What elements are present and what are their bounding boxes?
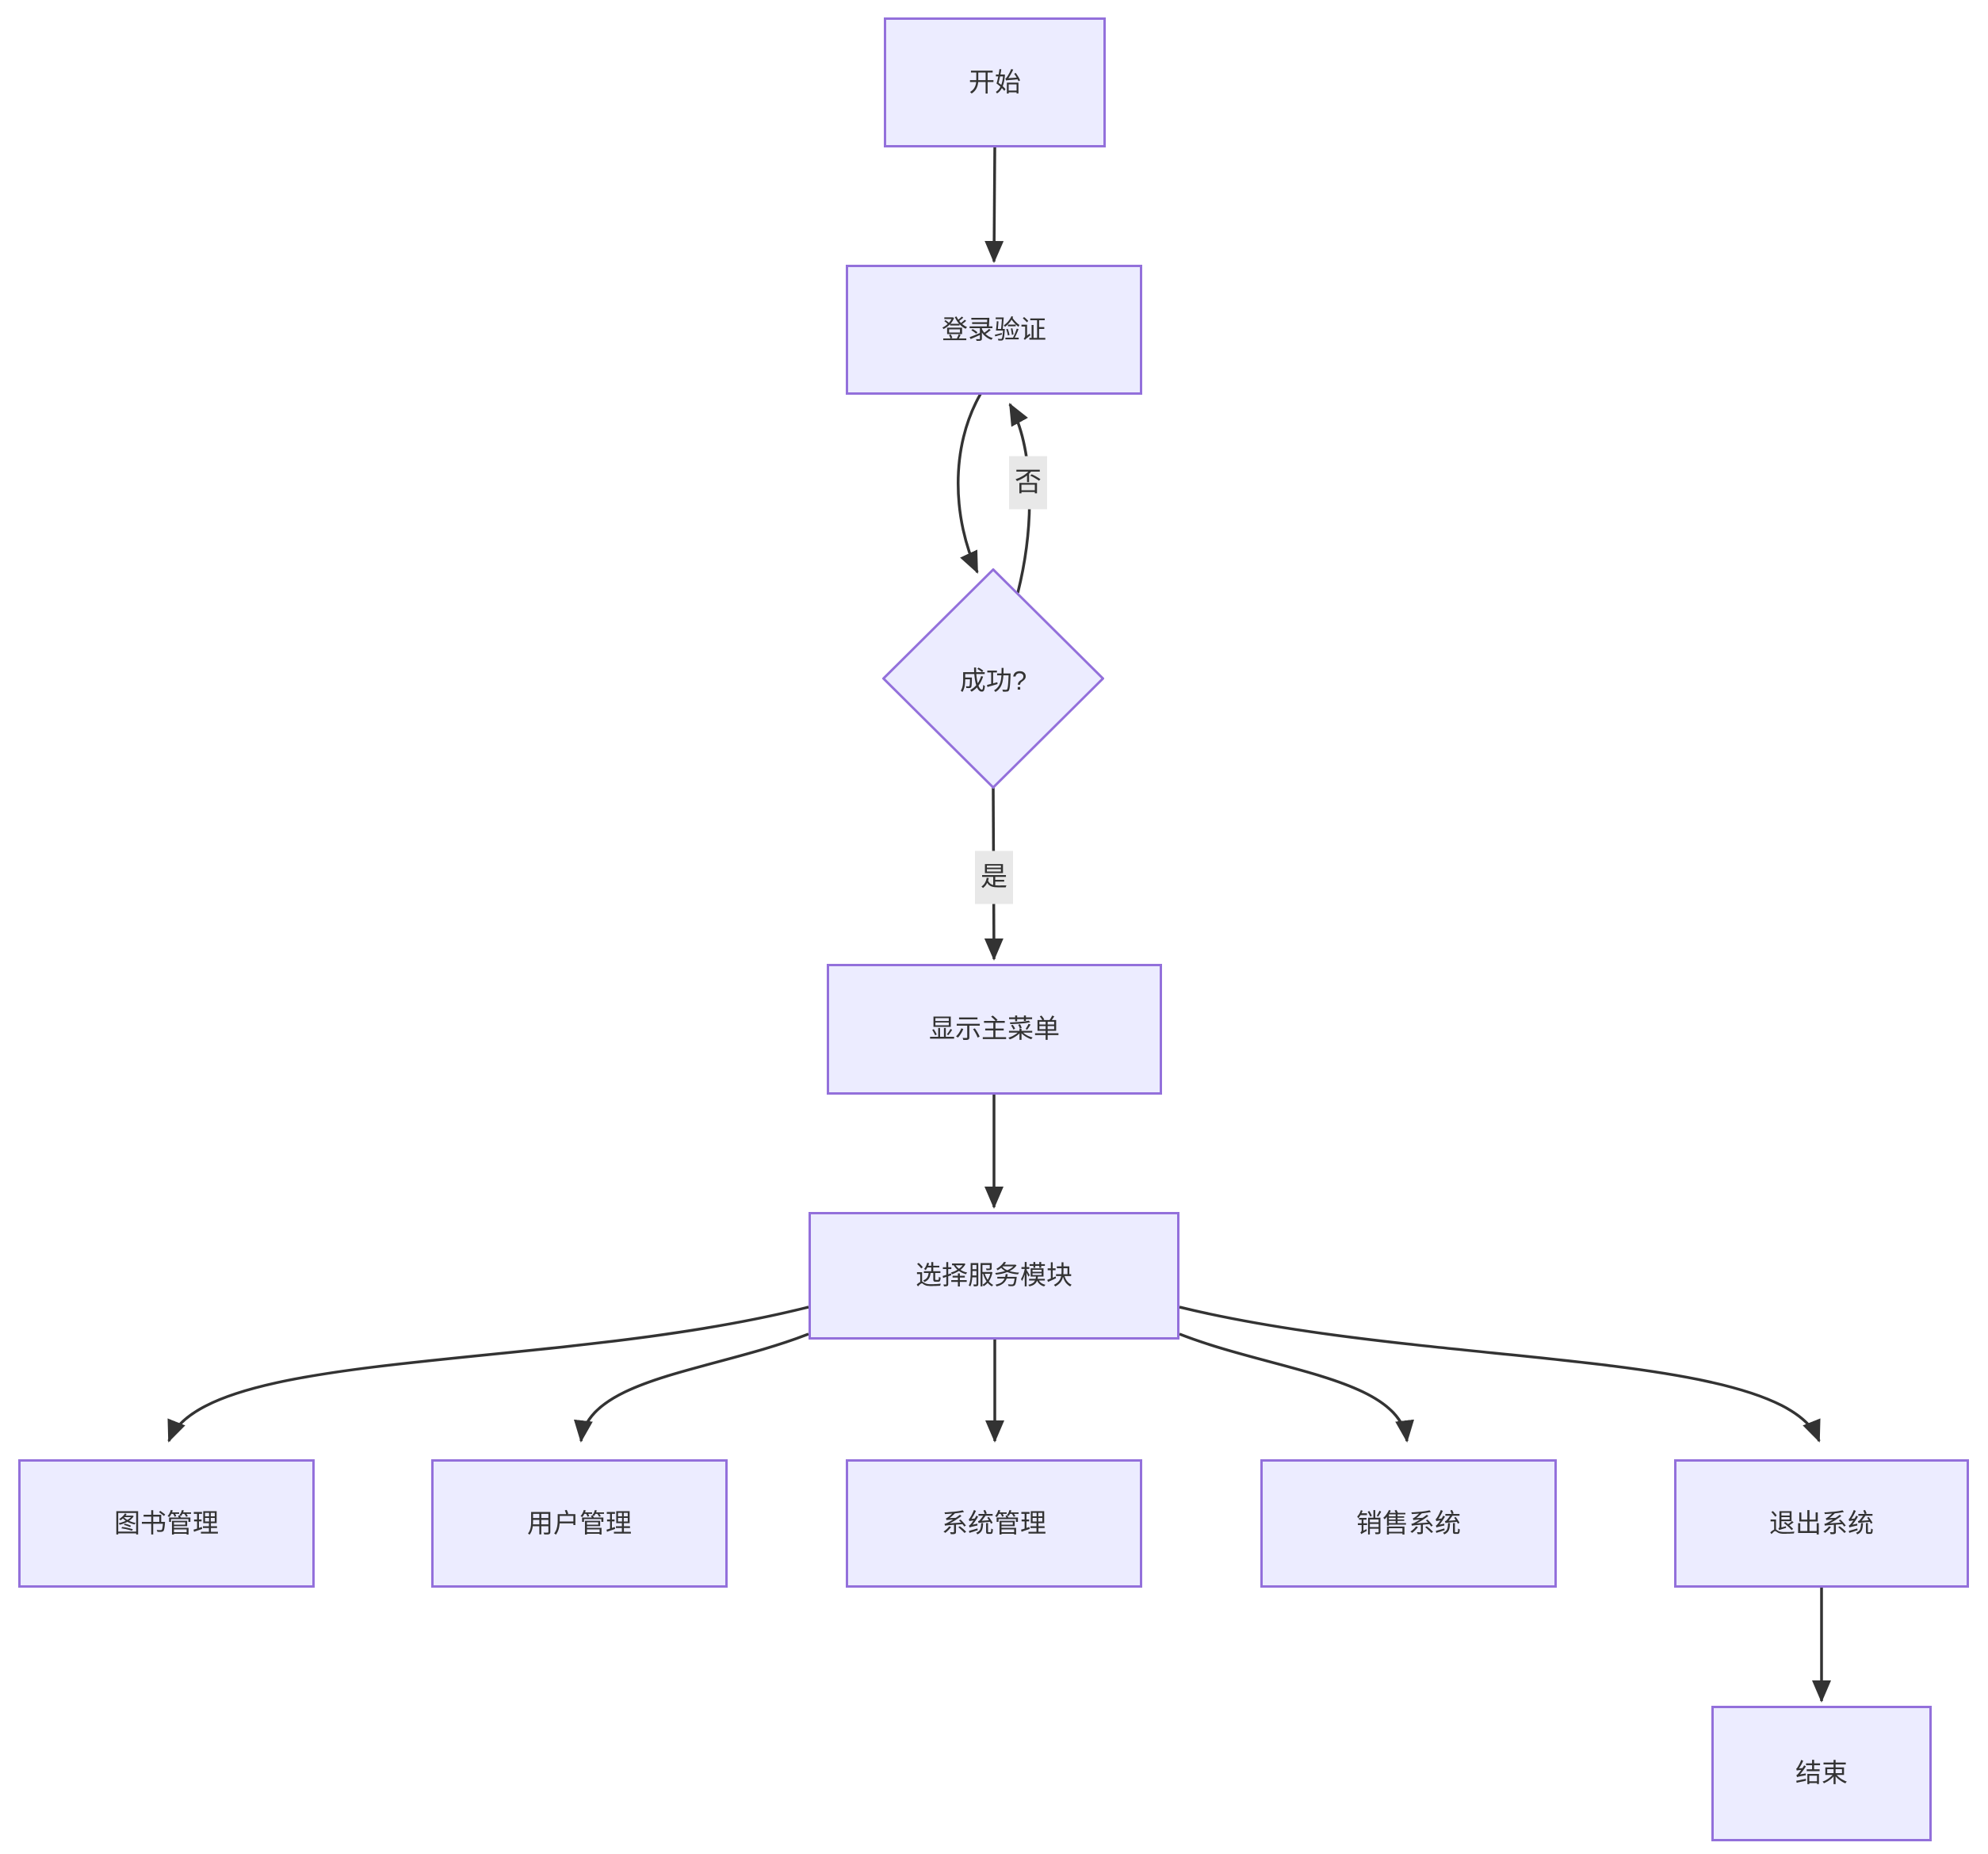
node-books: 图书管理 (18, 1459, 315, 1588)
diamond-shape (882, 568, 1104, 789)
node-select: 选择服务模块 (809, 1212, 1179, 1340)
edge-start-login (984, 147, 1004, 263)
node-menu: 显示主菜单 (827, 964, 1162, 1095)
node-users: 用户管理 (431, 1459, 728, 1588)
decision-success-label: 成功? (959, 666, 1027, 695)
node-select-label: 选择服务模块 (916, 1260, 1072, 1290)
node-sales-label: 销售系统 (1356, 1508, 1461, 1538)
node-exit-label: 退出系统 (1769, 1508, 1874, 1538)
node-login-label: 登录验证 (942, 314, 1046, 344)
edge-label-yes: 是 (975, 851, 1013, 904)
node-end: 结束 (1711, 1706, 1932, 1841)
node-start: 开始 (884, 17, 1106, 147)
node-end-label: 结束 (1795, 1758, 1848, 1788)
edge-login-success (957, 393, 982, 574)
decision-success: 成功? (882, 568, 1104, 789)
edge-select-exit (1179, 1305, 1821, 1443)
node-system-label: 系统管理 (942, 1508, 1046, 1538)
node-system: 系统管理 (846, 1459, 1142, 1588)
edge-select-books (167, 1305, 809, 1443)
node-login: 登录验证 (846, 265, 1142, 395)
edge-select-sales (1179, 1332, 1414, 1443)
node-books-label: 图书管理 (114, 1508, 219, 1538)
edge-label-no: 否 (1009, 456, 1047, 510)
node-menu-label: 显示主菜单 (929, 1014, 1060, 1044)
node-exit: 退出系统 (1674, 1459, 1969, 1588)
node-sales: 销售系统 (1260, 1459, 1557, 1588)
node-users-label: 用户管理 (527, 1508, 632, 1538)
edge-select-users (574, 1332, 809, 1443)
node-start-label: 开始 (969, 67, 1021, 97)
